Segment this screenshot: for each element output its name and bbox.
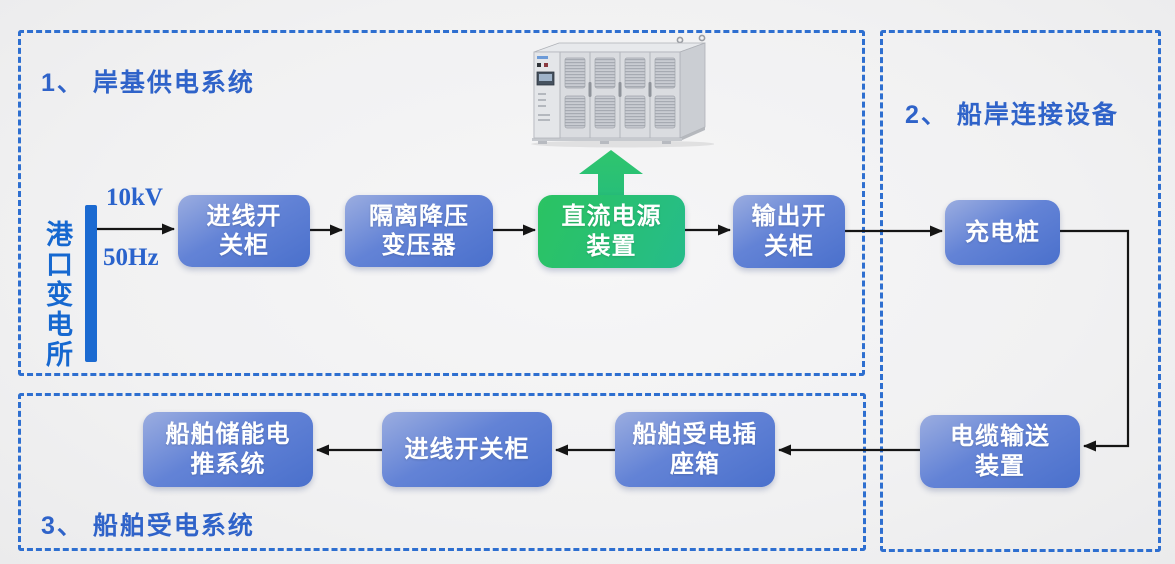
substation-bus-bar <box>85 205 97 362</box>
green-up-arrow <box>579 150 643 197</box>
node-charging-pile: 充电桩 <box>945 200 1060 265</box>
node-isolation-transformer: 隔离降压 变压器 <box>345 195 493 267</box>
node-incoming-switchgear: 进线开 关柜 <box>178 195 310 267</box>
dc-power-cabinet-photo <box>531 34 714 148</box>
node-label-line: 装置 <box>975 452 1025 480</box>
node-label-line: 电缆输送 <box>950 423 1050 451</box>
node-label-line: 关柜 <box>764 232 814 260</box>
node-label-line: 进线开关柜 <box>404 435 530 463</box>
section-shore-power-supply: 1、 岸基供电系统 <box>18 30 865 376</box>
section-ship-receiving-label: 3、 船舶受电系统 <box>41 512 255 540</box>
node-ship-socket-box: 船舶受电插 座箱 <box>615 412 775 487</box>
section-shore-power-supply-label: 1、 岸基供电系统 <box>41 69 255 97</box>
node-dc-power-device: 直流电源 装置 <box>538 195 685 268</box>
node-cable-conveyor: 电缆输送 装置 <box>920 415 1080 488</box>
voltage-label: 10kV <box>106 184 163 211</box>
frequency-label: 50Hz <box>103 244 159 271</box>
node-output-switchgear: 输出开 关柜 <box>733 195 845 268</box>
arrow-charging-to-cable <box>1060 229 1130 452</box>
section-ship-shore-connection-label: 2、 船岸连接设备 <box>905 101 1119 129</box>
node-label-line: 变压器 <box>381 232 457 259</box>
node-label-line: 充电桩 <box>965 218 1040 246</box>
node-label-line: 船舶受电插 <box>632 421 758 449</box>
node-label-line: 装置 <box>586 232 637 260</box>
node-label-line: 座箱 <box>670 450 720 478</box>
node-label-line: 关柜 <box>219 232 269 259</box>
node-ship-incoming-switchgear: 进线开关柜 <box>382 412 552 487</box>
node-label-line: 直流电源 <box>561 203 662 231</box>
node-label-line: 输出开 <box>751 203 827 231</box>
node-label-line: 推系统 <box>190 450 266 478</box>
node-ship-energy-propulsion: 船舶储能电 推系统 <box>143 412 313 487</box>
port-substation-label: 港口变电所 <box>42 220 72 370</box>
node-label-line: 隔离降压 <box>369 202 469 230</box>
section-ship-receiving: 3、 船舶受电系统 <box>18 393 866 551</box>
node-label-line: 进线开 <box>206 202 282 230</box>
node-label-line: 船舶储能电 <box>165 421 291 449</box>
section-ship-shore-connection: 2、 船岸连接设备 <box>880 30 1161 552</box>
